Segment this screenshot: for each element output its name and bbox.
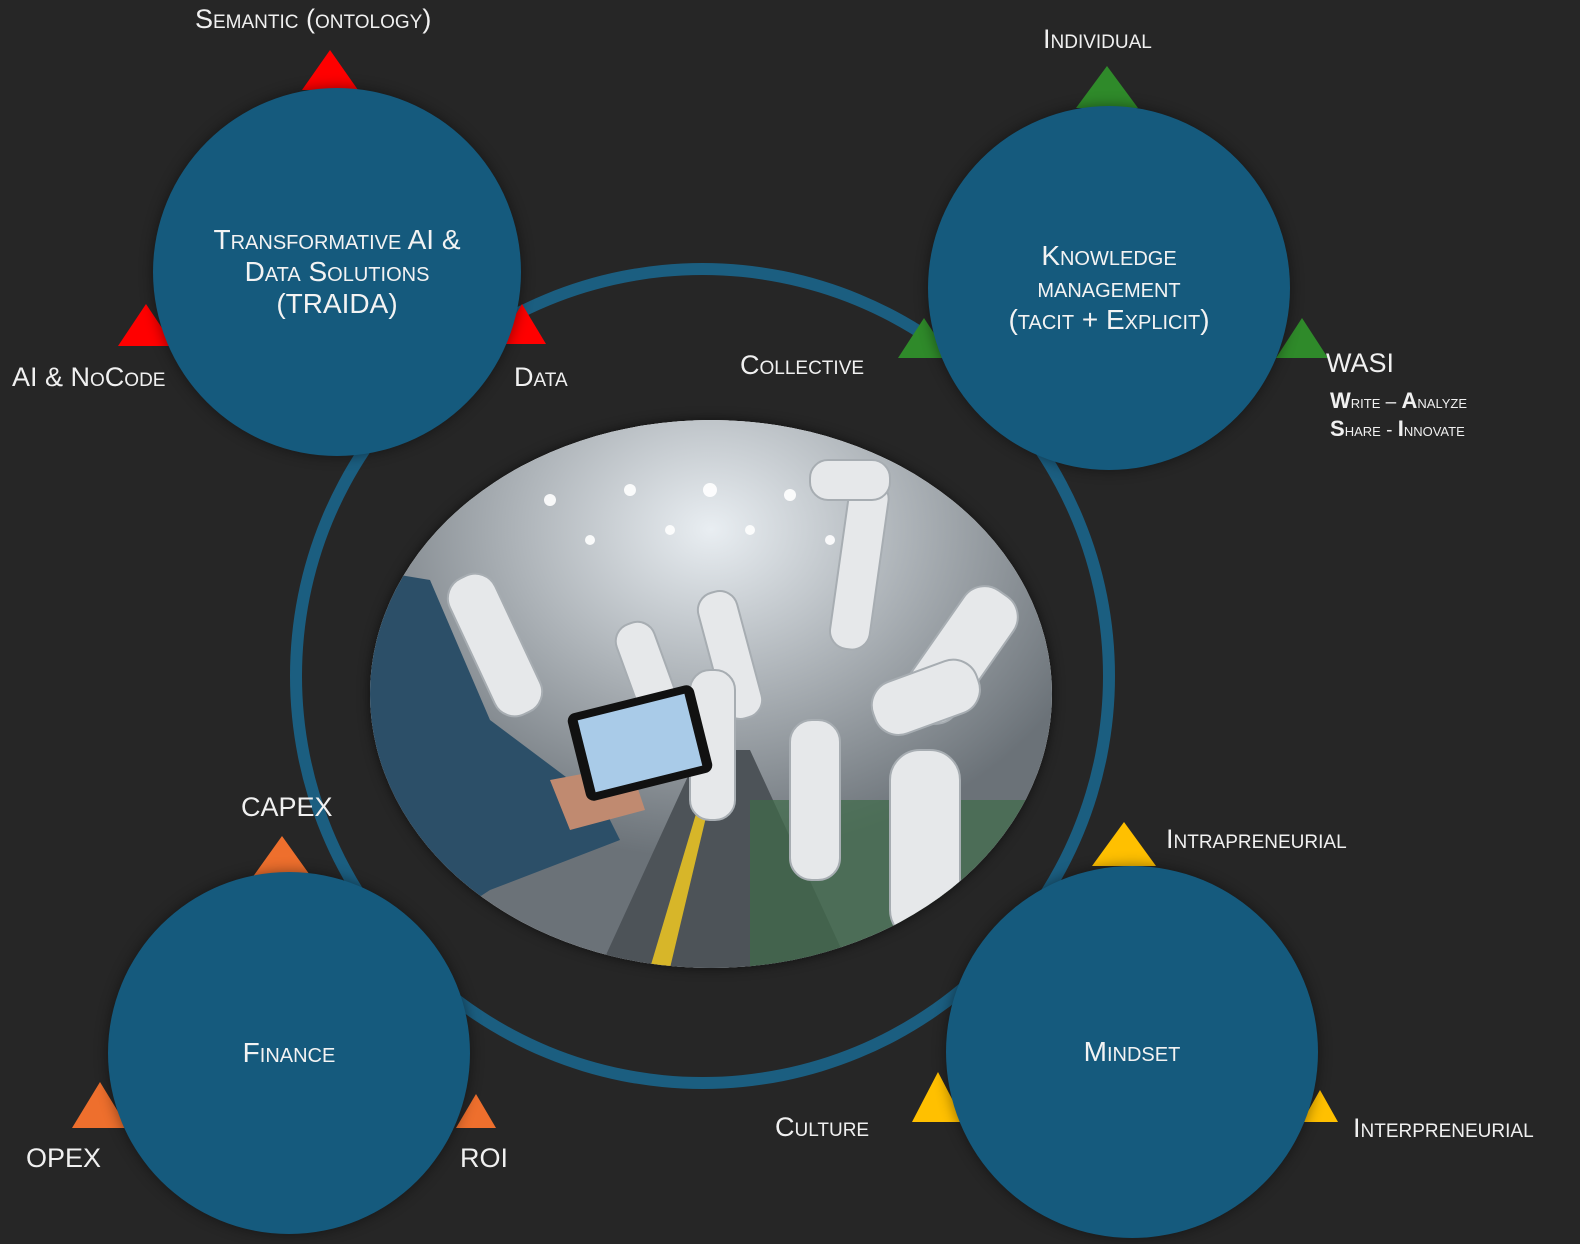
label-culture: Culture bbox=[775, 1112, 870, 1142]
node-traida-label: Transformative AI & Data Solutions (TRAI… bbox=[213, 224, 461, 319]
triangle-intrapreneurial bbox=[1092, 822, 1156, 866]
node-mindset-label: Mindset bbox=[1083, 1036, 1181, 1067]
node-knowledge: Knowledge management (tacit + Explicit) bbox=[928, 106, 1290, 470]
wasi-letter-w: W bbox=[1330, 388, 1351, 413]
wasi-word-rite: rite – bbox=[1350, 392, 1402, 413]
node-finance-label: Finance bbox=[242, 1037, 336, 1068]
label-interpreneurial: Interpreneurial bbox=[1353, 1113, 1534, 1143]
triangle-individual bbox=[1076, 66, 1138, 108]
wasi-letter-a: A bbox=[1401, 388, 1418, 413]
factory-robots-photo bbox=[370, 420, 1052, 968]
factory-robots-illustration bbox=[370, 420, 1052, 968]
wasi-line-1: Write – Analyze bbox=[1330, 388, 1467, 416]
wasi-letter-i: I bbox=[1397, 416, 1404, 441]
wasi-line-2: Share - Innovate bbox=[1330, 416, 1467, 444]
triangle-semantic bbox=[302, 50, 358, 90]
node-knowledge-label: Knowledge management (tacit + Explicit) bbox=[1008, 240, 1210, 335]
label-wasi: WASI bbox=[1326, 348, 1395, 378]
label-collective: Collective bbox=[740, 350, 865, 380]
label-opex: OPEX bbox=[26, 1143, 102, 1173]
label-data: Data bbox=[514, 362, 568, 392]
label-semantic: Semantic (ontology) bbox=[195, 4, 432, 34]
node-mindset: Mindset bbox=[946, 866, 1318, 1238]
wasi-word-hare: hare - bbox=[1344, 420, 1398, 441]
label-roi: ROI bbox=[460, 1143, 509, 1173]
label-intrapreneurial: Intrapreneurial bbox=[1166, 824, 1347, 854]
wasi-word-nnovate: nnovate bbox=[1403, 420, 1465, 441]
node-traida: Transformative AI & Data Solutions (TRAI… bbox=[153, 88, 521, 456]
node-finance: Finance bbox=[108, 872, 470, 1234]
label-individual: Individual bbox=[1043, 24, 1152, 54]
label-capex: CAPEX bbox=[241, 792, 333, 822]
triangle-capex bbox=[252, 836, 312, 878]
label-ai-nocode: AI & NoCode bbox=[12, 362, 166, 392]
wasi-letter-s: S bbox=[1330, 416, 1345, 441]
wasi-subtitle: Write – Analyze Share - Innovate bbox=[1330, 388, 1467, 444]
wasi-word-nalyze: nalyze bbox=[1417, 392, 1468, 413]
